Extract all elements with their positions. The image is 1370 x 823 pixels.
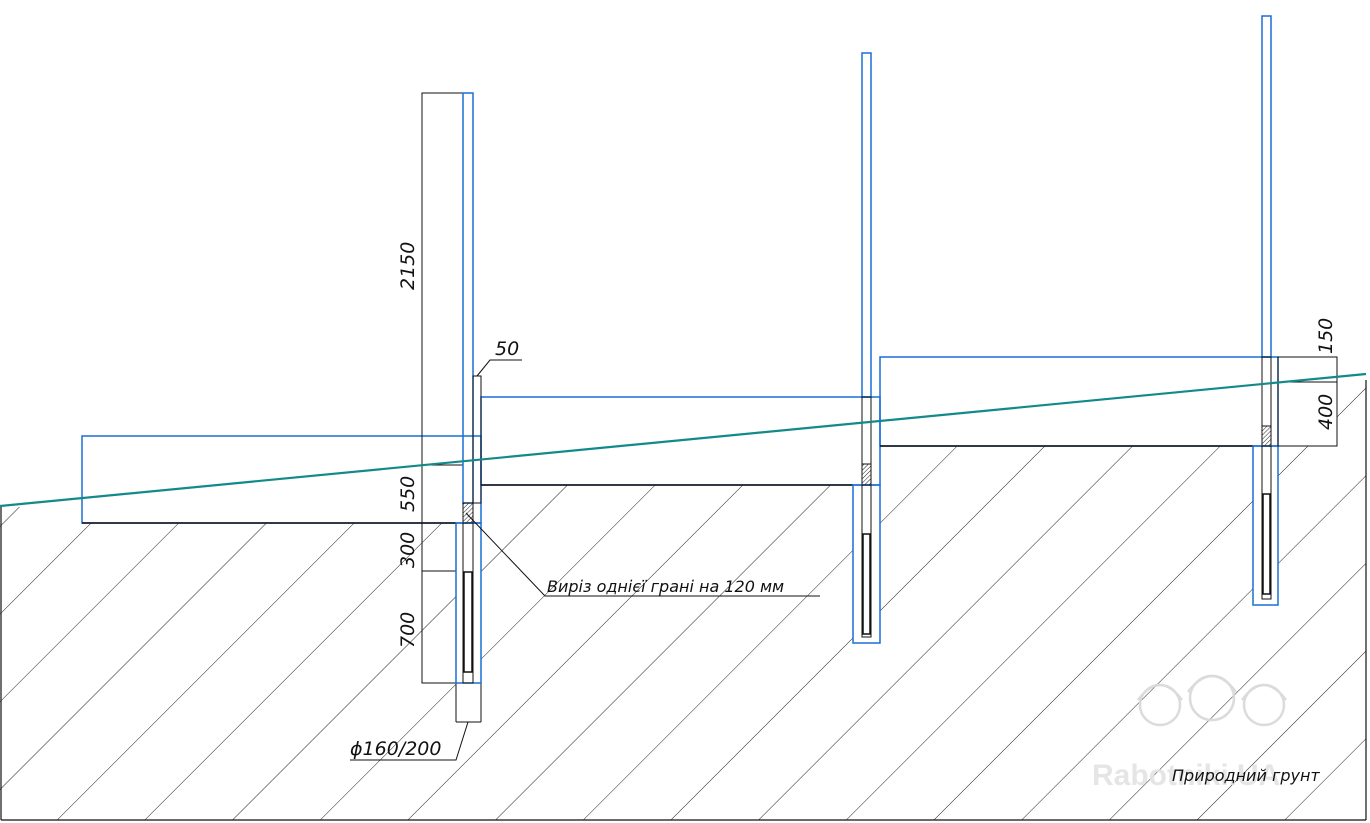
dim-700: 700 — [397, 612, 419, 648]
ground-grade-line — [0, 372, 1367, 508]
post-right — [1252, 15, 1279, 606]
dim-300: 300 — [397, 532, 419, 568]
dim-50: 50 — [495, 338, 519, 360]
note-cutout: Виріз однієї грані на 120 мм — [547, 577, 784, 596]
leader-lines — [350, 359, 820, 761]
dim-400: 400 — [1315, 394, 1337, 430]
dim-diameter: ϕ160/200 — [350, 738, 441, 760]
post-left — [455, 92, 482, 684]
post-middle — [852, 52, 881, 644]
builders-helmet-icon — [1136, 674, 1288, 727]
dim-150: 150 — [1315, 318, 1337, 354]
note-natural-soil: Природний грунт — [1172, 766, 1320, 785]
watermark-text: Rabotniki.UA — [1092, 759, 1280, 792]
dim-2150: 2150 — [397, 242, 419, 290]
watermark: Rabotniki.UA — [1092, 674, 1288, 792]
dim-550: 550 — [397, 476, 419, 512]
